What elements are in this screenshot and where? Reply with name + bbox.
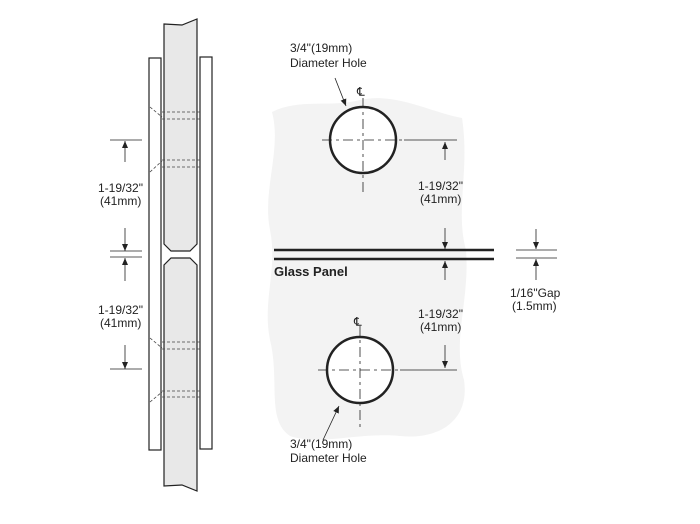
front-dim-bottom-mm: (41mm) — [420, 320, 461, 334]
glass-background — [267, 98, 467, 440]
side-dim-top-mm: (41mm) — [100, 194, 141, 208]
front-dim-bottom-inch: 1-19/32" — [418, 307, 463, 321]
bottom-hole-size: 3/4"(19mm) — [290, 437, 352, 451]
top-hole-size: 3/4"(19mm) — [290, 41, 352, 55]
right-clamp-plate — [199, 56, 213, 450]
gap-size: 1/16"Gap — [510, 286, 561, 300]
glass-panel-label: Glass Panel — [274, 264, 348, 279]
front-dimensions — [322, 77, 557, 441]
bottom-centerline-symbol: ℄ — [353, 315, 362, 329]
side-view: 1-19/32" (41mm) 1-19/32" (41mm) — [98, 18, 213, 492]
side-dim-bottom-inch: 1-19/32" — [98, 303, 143, 317]
top-hole-label: Diameter Hole — [290, 56, 367, 70]
upper-glass-edge — [163, 18, 198, 252]
hidden-lines — [149, 106, 200, 403]
centerlines — [318, 98, 404, 428]
front-view: 3/4"(19mm) Diameter Hole ℄ ℄ 3/4"(19mm) … — [267, 41, 561, 465]
gap-size-mm: (1.5mm) — [512, 299, 557, 313]
side-dim-top-inch: 1-19/32" — [98, 181, 143, 195]
left-clamp-plate — [148, 57, 162, 451]
bottom-hole-label: Diameter Hole — [290, 451, 367, 465]
side-dimensions — [110, 139, 142, 370]
front-dim-top-inch: 1-19/32" — [418, 179, 463, 193]
lower-glass-edge — [163, 257, 198, 492]
front-dim-top-mm: (41mm) — [420, 192, 461, 206]
side-dim-bottom-mm: (41mm) — [100, 316, 141, 330]
top-centerline-symbol: ℄ — [356, 85, 365, 99]
